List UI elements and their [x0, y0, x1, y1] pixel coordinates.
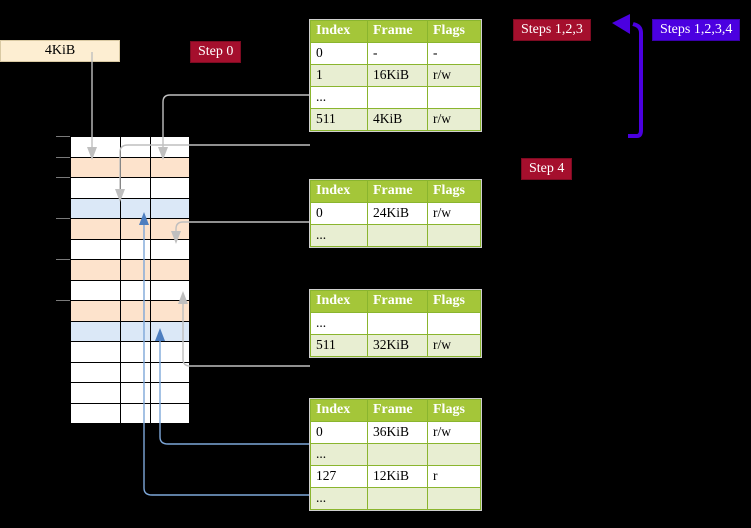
table-cell-flags: r/w [427, 64, 481, 87]
table-cell-flags [427, 487, 481, 510]
table-cell-frame: 24KiB [367, 202, 428, 225]
column-header-flags: Flags [427, 290, 481, 313]
table-row: ... [310, 312, 481, 335]
table-cell-flags: r/w [427, 202, 481, 225]
connector-table3-row511 [182, 303, 310, 367]
steps123-text: Steps 1,2,3 [521, 22, 583, 37]
step4-text: Step 4 [529, 161, 565, 176]
memory-divider [150, 136, 151, 423]
table-cell-frame: 36KiB [367, 421, 428, 444]
column-header-flags: Flags [427, 399, 481, 422]
column-header-index: Index [310, 180, 368, 203]
step-label-step0: Step 0 [190, 41, 242, 63]
table-cell-frame: 12KiB [367, 465, 428, 488]
table-cell-index: 0 [310, 421, 368, 444]
size-box-label: 4KiB [44, 43, 76, 58]
table-cell-flags [427, 443, 481, 466]
table-cell-index: ... [310, 487, 368, 510]
arrowhead-table3-row511 [178, 291, 188, 304]
memory-tick [56, 136, 70, 137]
connector-table4-row0 [159, 340, 310, 445]
table-cell-index: ... [310, 224, 368, 247]
table-cell-frame: 4KiB [367, 108, 428, 131]
table-cell-index: ... [310, 312, 368, 335]
table-row: ... [310, 86, 481, 109]
connector-table4-row127 [143, 224, 310, 496]
memory-column [56, 136, 190, 424]
table-cell-flags: r/w [427, 108, 481, 131]
column-header-frame: Frame [367, 290, 428, 313]
table-cell-frame [367, 224, 428, 247]
memory-tick [56, 177, 70, 178]
arrowhead-table2-row0 [171, 231, 181, 244]
memory-tick [56, 259, 70, 260]
table-row: 0-- [310, 42, 481, 65]
table-cell-frame [367, 312, 428, 335]
table-cell-flags: r/w [427, 334, 481, 357]
column-header-frame: Frame [367, 180, 428, 203]
column-header-index: Index [310, 290, 368, 313]
table-cell-flags [427, 224, 481, 247]
step-label-steps1234: Steps 1,2,3,4 [652, 19, 741, 41]
arrowhead-table1-row511 [115, 189, 125, 202]
connector-table1-row1 [162, 94, 310, 148]
arrowhead-sizebox [87, 147, 97, 160]
arrowhead-table4-row127 [139, 212, 149, 225]
table-row: ... [310, 224, 481, 247]
table-cell-index: 1 [310, 64, 368, 87]
memory-tick [56, 300, 70, 301]
step-label-step4: Step 4 [521, 158, 573, 180]
column-header-index: Index [310, 399, 368, 422]
table-cell-index: 511 [310, 108, 368, 131]
table-row: ... [310, 487, 481, 510]
table-cell-flags: r/w [427, 421, 481, 444]
table-cell-frame [367, 487, 428, 510]
connector-table1-row511 [119, 144, 310, 190]
table-cell-frame [367, 86, 428, 109]
memory-divider [120, 136, 121, 423]
table-cell-index: 511 [310, 334, 368, 357]
table-cell-index: ... [310, 86, 368, 109]
table-cell-frame: 16KiB [367, 64, 428, 87]
column-header-frame: Frame [367, 20, 428, 43]
table-cell-index: 0 [310, 42, 368, 65]
steps1234-text: Steps 1,2,3,4 [660, 22, 733, 37]
arrowhead-table1-row1 [158, 147, 168, 160]
size-box-4kib: 4KiB [0, 40, 120, 62]
table-row: ... [310, 443, 481, 466]
table-cell-flags [427, 312, 481, 335]
column-header-frame: Frame [367, 399, 428, 422]
arrowhead-table4-row0 [155, 328, 165, 341]
table-cell-flags [427, 86, 481, 109]
connector-steps-arrow [628, 22, 643, 138]
table-cell-frame: - [367, 42, 428, 65]
memory-tick [56, 156, 70, 158]
table-cell-flags: - [427, 42, 481, 65]
step-label-steps123: Steps 1,2,3 [513, 19, 591, 41]
column-header-flags: Flags [427, 20, 481, 43]
column-header-flags: Flags [427, 180, 481, 203]
memory-tick [56, 218, 70, 219]
column-header-index: Index [310, 20, 368, 43]
table-cell-flags: r [427, 465, 481, 488]
arrowhead-steps-arrow [612, 14, 630, 34]
table-cell-index: ... [310, 443, 368, 466]
connector-table2-row0 [175, 221, 310, 232]
table-cell-index: 127 [310, 465, 368, 488]
table-cell-index: 0 [310, 202, 368, 225]
table-cell-frame: 32KiB [367, 334, 428, 357]
step0-text: Step 0 [198, 44, 234, 59]
table-cell-frame [367, 443, 428, 466]
